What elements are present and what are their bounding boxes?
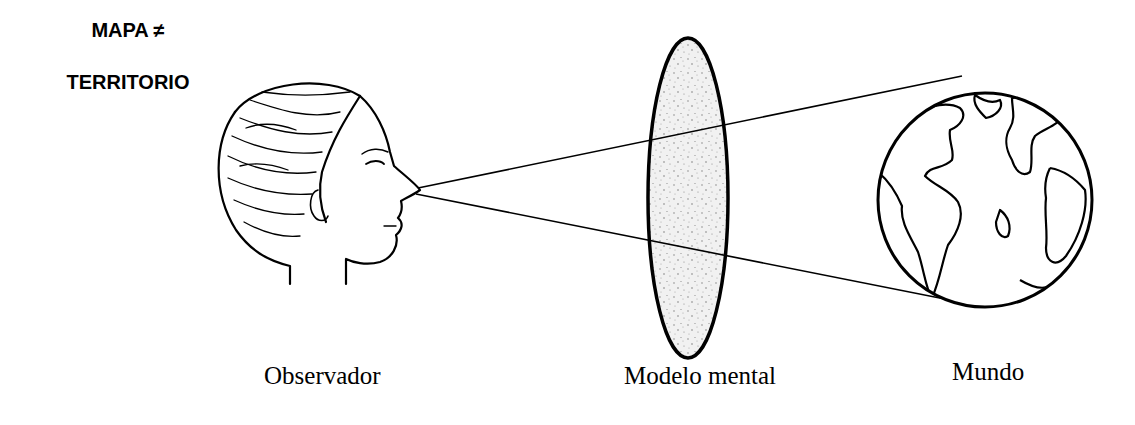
world-globe <box>878 93 1092 307</box>
part-label: Observador <box>264 362 381 390</box>
observer-head <box>219 83 420 284</box>
part-label: Mundo <box>952 358 1024 386</box>
title: MAPA ≠ TERRITORIO <box>58 4 198 108</box>
mental-model-lens <box>648 38 728 358</box>
sight-lines <box>416 76 980 306</box>
part-label: Modelo mental <box>624 362 776 390</box>
